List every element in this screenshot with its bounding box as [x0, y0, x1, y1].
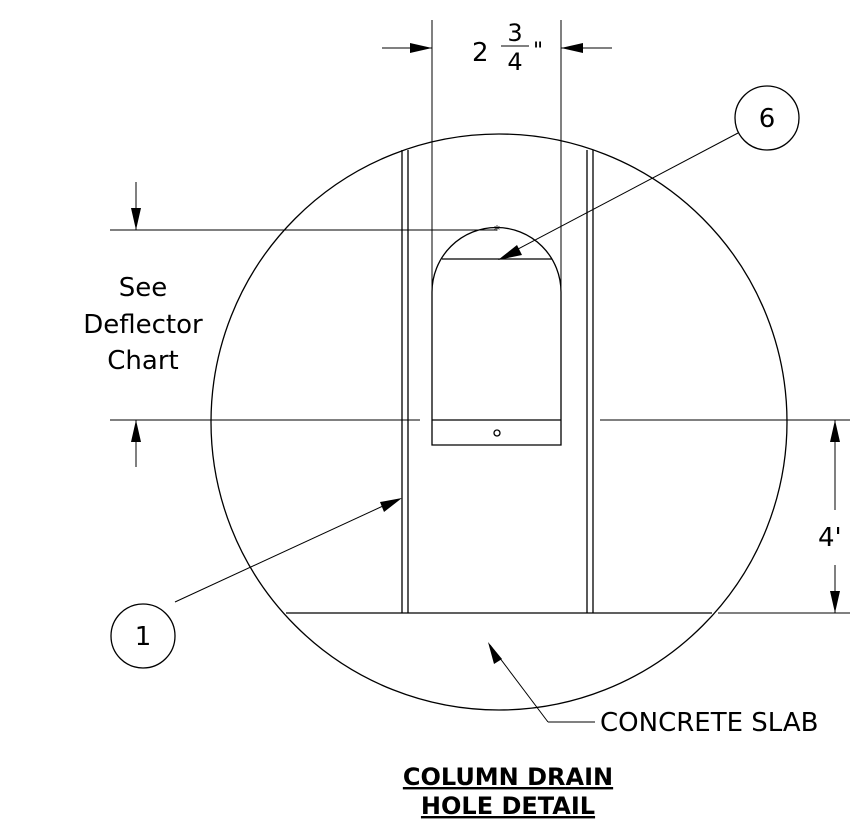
height-label: 4' — [818, 523, 842, 553]
note-line-1: See — [119, 273, 168, 303]
title-line-2: HOLE DETAIL — [421, 792, 595, 820]
width-whole: 2 — [472, 38, 489, 68]
width-denominator: 4 — [507, 48, 522, 76]
balloon-6: 6 — [498, 85, 800, 260]
width-unit: " — [533, 39, 543, 64]
note-line-3: Chart — [107, 346, 178, 376]
svg-text:1: 1 — [135, 622, 152, 652]
title-line-1: COLUMN DRAIN — [403, 763, 613, 791]
deflector-dimension: See Deflector Chart — [83, 182, 497, 467]
width-numerator: 3 — [507, 19, 522, 47]
width-dimension: 2 3 4 " — [382, 19, 612, 292]
slab-callout: CONCRETE SLAB — [488, 642, 819, 738]
column-walls — [401, 150, 594, 613]
slab-label: CONCRETE SLAB — [600, 708, 819, 738]
detail-circle — [210, 133, 788, 711]
drain-hole: * — [431, 223, 562, 446]
note-line-2: Deflector — [83, 310, 203, 340]
height-dimension: 4' — [600, 419, 850, 614]
svg-text:6: 6 — [759, 104, 776, 134]
balloon-1: 1 — [110, 498, 402, 669]
